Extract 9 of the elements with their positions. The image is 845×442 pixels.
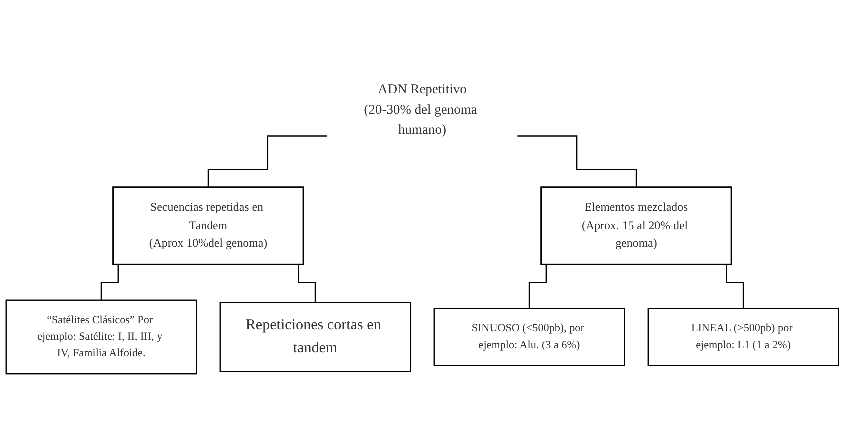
node-box: “Satélites Clásicos” Por ejemplo: Satélite: I, II, III, y IV, Familia Alfoide. [6, 300, 198, 375]
node-box: Secuencias repetidas en Tandem (Aprox 10%del genoma) [112, 186, 304, 266]
node-box: SINUOSO (<500pb), por ejemplo: Alu. (3 a 6%) [434, 308, 626, 367]
node-box: Elementos mezclados (Aprox. 15 al 20% del genoma) [540, 186, 732, 266]
node-box: LINEAL (>500pb) por ejemplo: L1 (1 a 2%) [648, 308, 840, 367]
connector [518, 136, 638, 188]
node-box: Repeticiones cortas en tandem [220, 302, 412, 373]
node-text: ADN Repetitivo (20-30% del genoma humano) [364, 82, 478, 138]
connector [208, 136, 328, 188]
